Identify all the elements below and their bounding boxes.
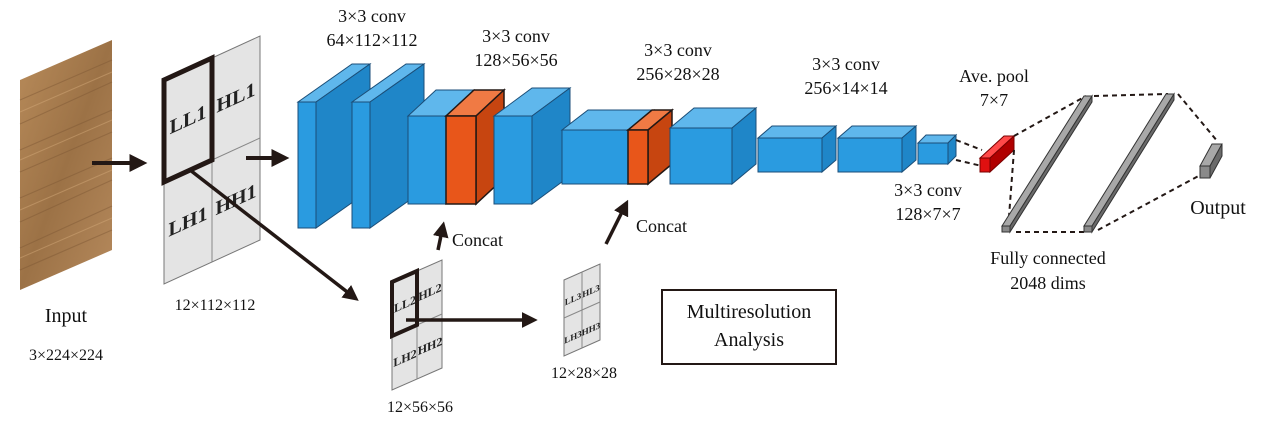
conv3-block-b <box>668 106 758 186</box>
arrow-ll1-to-dwt2 <box>188 168 359 301</box>
mra-line1: Multiresolution <box>687 301 811 323</box>
pool-dims: 7×7 <box>980 90 1008 110</box>
dwt-level1: LL1 HL1 LH1 HH1 <box>161 35 261 285</box>
avg-pool-block <box>978 134 1016 174</box>
dashed-connectors <box>955 93 1219 233</box>
input-dims-label: 3×224×224 <box>29 347 103 364</box>
conv3-title: 3×3 conv <box>644 40 712 60</box>
arrow-to-concat1 <box>433 221 449 251</box>
arrow-to-concat2 <box>604 199 629 245</box>
dwt-level3: LL3 HL3 LH3 HH3 <box>563 263 601 357</box>
conv5-dims: 128×7×7 <box>895 204 960 224</box>
concat2-block <box>625 108 675 186</box>
fc-dims: 2048 dims <box>1010 273 1086 293</box>
output-label: Output <box>1190 197 1246 219</box>
pool-title: Ave. pool <box>959 66 1029 86</box>
input-image <box>19 40 113 290</box>
concat2-label: Concat <box>636 216 687 236</box>
mra-box <box>661 289 837 365</box>
conv4-block-a <box>756 124 838 174</box>
input-label: Input <box>45 305 88 327</box>
conv1-dims: 64×112×112 <box>327 30 418 50</box>
concat1-label: Concat <box>452 230 503 250</box>
conv3-dims: 256×28×28 <box>636 64 719 84</box>
fc-layer-2 <box>1083 92 1175 234</box>
conv2-dims: 128×56×56 <box>474 50 557 70</box>
conv4-dims: 256×14×14 <box>804 78 887 98</box>
conv2-title: 3×3 conv <box>482 26 550 46</box>
conv1-title: 3×3 conv <box>338 6 406 26</box>
dwt-level2: LL2 HL2 LH2 HH2 <box>390 259 443 391</box>
conv2-block-b <box>492 87 572 205</box>
concat1-block <box>444 88 506 206</box>
conv4-title: 3×3 conv <box>812 54 880 74</box>
dwt2-dims-label: 12×56×56 <box>387 399 453 416</box>
conv4-block-b <box>836 124 918 174</box>
dwt3-dims-label: 12×28×28 <box>551 365 617 382</box>
output-layer <box>1199 143 1223 179</box>
conv5-title: 3×3 conv <box>894 180 962 200</box>
dwt1-dims-label: 12×112×112 <box>175 297 256 314</box>
fc-layer-1 <box>1001 94 1093 234</box>
mra-line2: Analysis <box>714 329 784 351</box>
conv5-block <box>916 133 958 166</box>
fc-title: Fully connected <box>990 248 1105 268</box>
